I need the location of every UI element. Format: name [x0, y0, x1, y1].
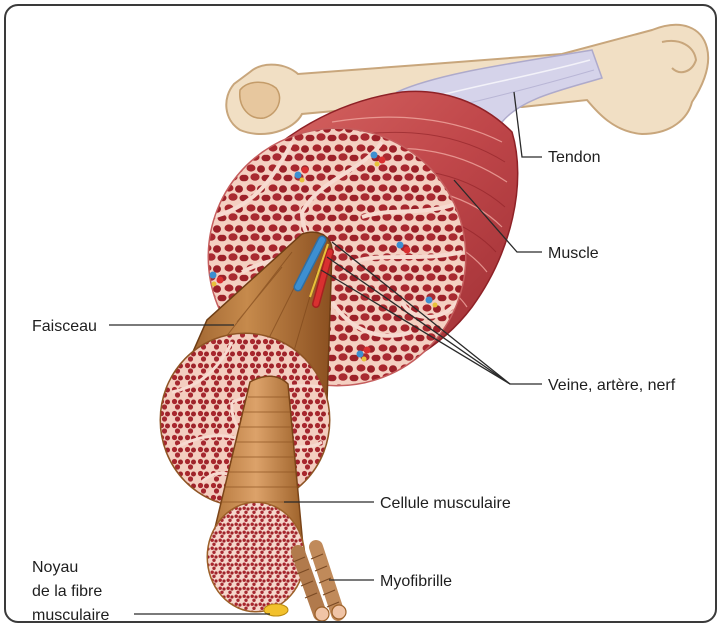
label-noyau-line2: de la fibre: [32, 583, 102, 600]
diagram-frame: Tendon Muscle Veine, artère, nerf Faisce…: [4, 4, 717, 623]
label-muscle: Muscle: [548, 245, 599, 262]
label-faisceau: Faisceau: [32, 318, 97, 335]
label-noyau-line3: musculaire: [32, 607, 109, 623]
label-tendon: Tendon: [548, 149, 601, 166]
myofibrils: [293, 547, 346, 621]
label-vessels: Veine, artère, nerf: [548, 377, 676, 394]
label-noyau-line1: Noyau: [32, 559, 78, 576]
label-cellule-musculaire: Cellule musculaire: [380, 495, 511, 512]
label-myofibrille: Myofibrille: [380, 573, 452, 590]
muscle-structure-diagram: Tendon Muscle Veine, artère, nerf Faisce…: [6, 6, 717, 623]
